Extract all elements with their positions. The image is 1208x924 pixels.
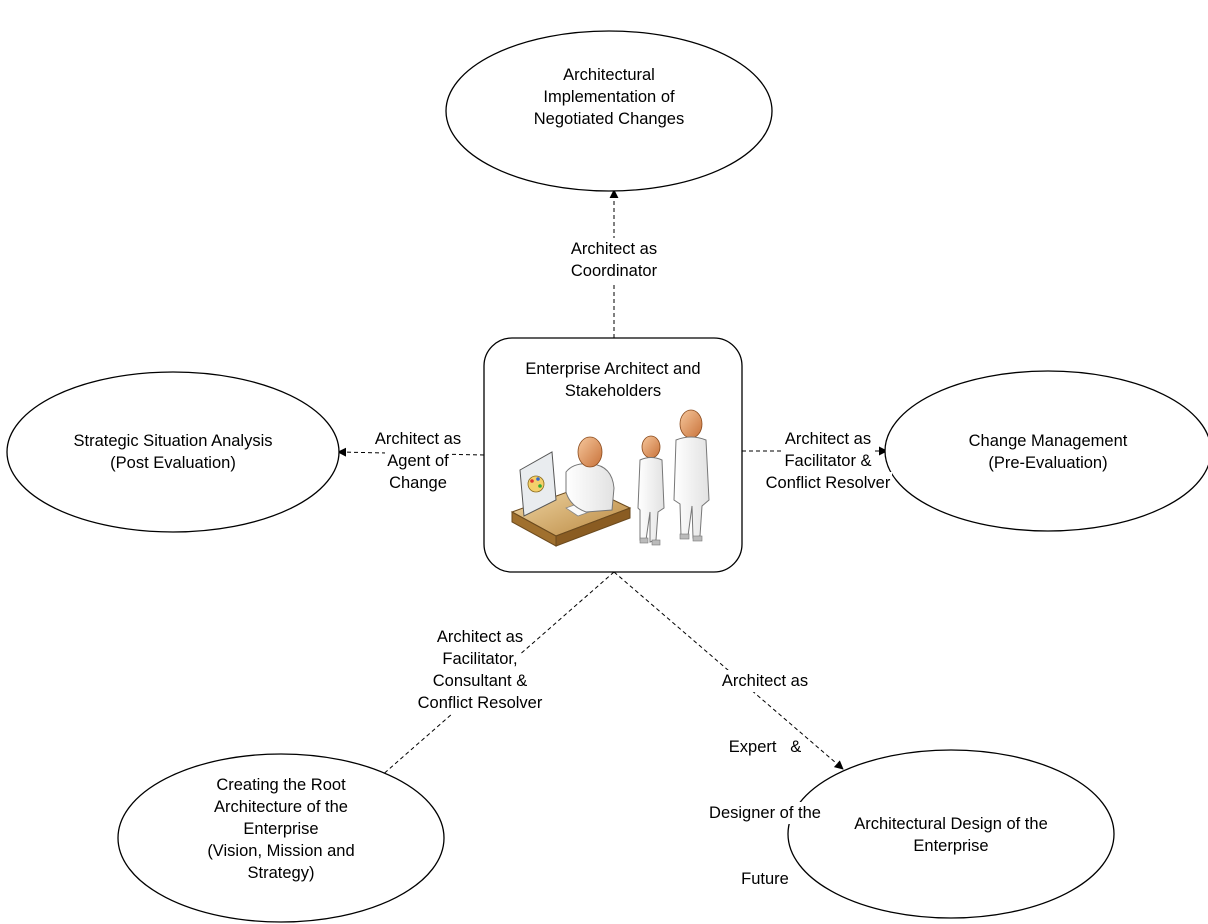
edge-bottom-right-label: Architect as Expert & Designer of the Fu… (707, 670, 823, 890)
node-right-ellipse (884, 370, 1208, 532)
node-bottom-left-label: Creating the Root Architecture of the En… (207, 776, 355, 882)
node-bottom-right-label: Architectural Design of the Enterprise (854, 815, 1048, 855)
node-left-label: Strategic Situation Analysis (Post Evalu… (73, 432, 273, 472)
node-top-label: Architectural Implementation of Negotiat… (533, 66, 685, 128)
edge-to-bottom-left (371, 571, 615, 785)
node-left-ellipse (6, 371, 340, 533)
edge-left-label: Architect as Agent of Change (372, 428, 464, 494)
node-bottom-left-ellipse (117, 753, 445, 923)
node-right-label: Change Management (Pre-Evaluation) (968, 432, 1128, 472)
architect-at-desk-icon (510, 436, 632, 547)
stakeholder-tall-icon (673, 409, 710, 542)
node-top-ellipse (445, 30, 773, 192)
stakeholder-small-icon (637, 435, 665, 546)
node-bottom-right-ellipse (787, 749, 1115, 919)
center-title: Enterprise Architect and Stakeholders (525, 360, 701, 400)
edge-right-label: Architect as Facilitator & Conflict Reso… (763, 428, 893, 494)
edge-top-label: Architect as Coordinator (568, 238, 660, 282)
edge-to-bottom-right (613, 571, 844, 770)
edge-bottom-left-label: Architect as Facilitator, Consultant & C… (415, 626, 545, 714)
